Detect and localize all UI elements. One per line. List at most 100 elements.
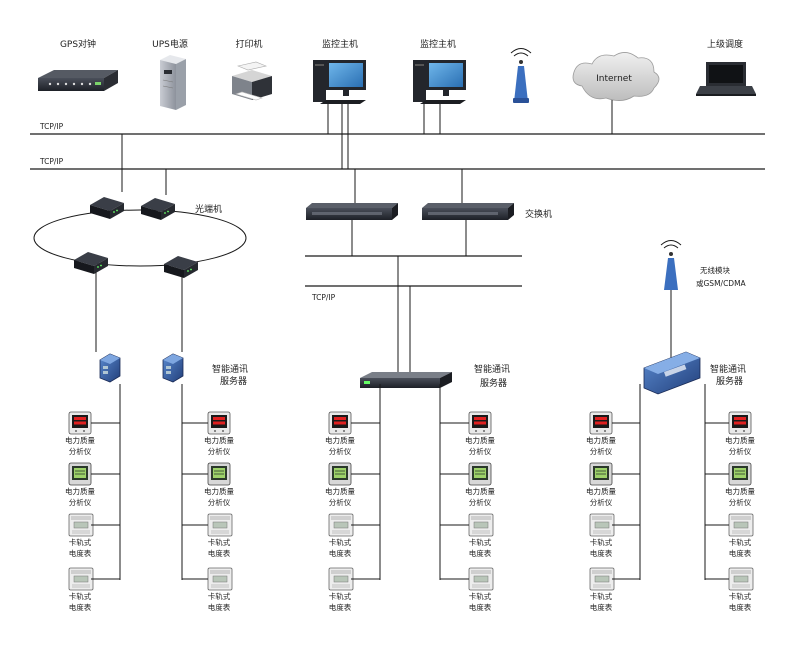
power-quality-analyzer-icon xyxy=(728,411,752,435)
rail-meter-label: 电度表 xyxy=(329,548,352,558)
dispatch-label: 上级调度 xyxy=(707,38,743,50)
power-quality-analyzer-label: 电力质量 xyxy=(204,435,234,445)
server-left-pair: 智能通讯 服务器 xyxy=(99,353,248,387)
power-quality-analyzer-icon xyxy=(68,411,92,435)
power-quality-analyzer-label: 分析仪 xyxy=(329,446,352,456)
printer-label: 打印机 xyxy=(235,38,262,50)
power-quality-analyzer-icon xyxy=(589,411,613,435)
comm-server-icon xyxy=(99,353,121,383)
power-quality-analyzer-label: 分析仪 xyxy=(590,497,613,507)
rail-meter-label: 卡轨式 xyxy=(729,591,752,601)
power-quality-analyzer-label: 分析仪 xyxy=(329,497,352,507)
optical-terminal-icon xyxy=(141,198,175,220)
laptop-icon xyxy=(696,62,756,96)
power-quality-analyzer-icon xyxy=(468,411,492,435)
power-quality-analyzer-label: 电力质量 xyxy=(325,435,355,445)
network-switch-icon xyxy=(306,203,398,220)
power-quality-analyzer-label: 电力质量 xyxy=(65,486,95,496)
rail-meter-label: 电度表 xyxy=(469,548,492,558)
printer-device: 打印机 xyxy=(232,38,272,101)
power-quality-analyzer-icon xyxy=(589,462,613,486)
wireless-antenna-icon xyxy=(510,48,532,103)
server-middle-label-2: 服务器 xyxy=(480,377,507,389)
rail-meter-label: 电度表 xyxy=(590,602,613,612)
rail-meter-icon xyxy=(728,513,754,537)
rail-meter-label: 卡轨式 xyxy=(69,591,92,601)
cloud-icon xyxy=(572,52,660,101)
power-quality-analyzer-icon xyxy=(728,462,752,486)
power-quality-analyzer-label: 电力质量 xyxy=(65,435,95,445)
power-quality-analyzer-label: 电力质量 xyxy=(465,435,495,445)
monitor-host-icon xyxy=(313,60,366,104)
rail-meter-icon xyxy=(207,513,233,537)
optical-terminal-icon xyxy=(90,197,124,219)
rail-meter-label: 卡轨式 xyxy=(590,537,613,547)
tcpip-mid-label: TCP/IP xyxy=(311,293,336,302)
power-quality-analyzer-icon xyxy=(207,462,231,486)
rail-meter-icon xyxy=(68,513,94,537)
rail-meter-label: 电度表 xyxy=(729,548,752,558)
switch-label: 交换机 xyxy=(525,208,552,220)
rail-meter-label: 电度表 xyxy=(69,602,92,612)
rail-meter-icon xyxy=(468,513,494,537)
rail-meter-icon xyxy=(207,567,233,591)
monitor-host-2: 监控主机 xyxy=(413,38,466,104)
rail-meter-label: 电度表 xyxy=(329,602,352,612)
wireless-label-2: 或GSM/CDMA xyxy=(696,278,747,288)
rail-meter-label: 电度表 xyxy=(208,548,231,558)
rail-meter-label: 卡轨式 xyxy=(69,537,92,547)
rail-meter-icon xyxy=(328,567,354,591)
rail-meter-label: 卡轨式 xyxy=(469,537,492,547)
internet-cloud: Internet xyxy=(572,52,660,101)
optical-terminal-icon xyxy=(74,252,108,274)
power-quality-analyzer-label: 电力质量 xyxy=(725,486,755,496)
rail-meter-icon xyxy=(589,567,615,591)
wireless-label-1: 无线模块 xyxy=(700,265,730,275)
power-quality-analyzer-label: 电力质量 xyxy=(204,486,234,496)
ups-device: UPS电源 xyxy=(152,38,188,110)
power-quality-analyzer-label: 分析仪 xyxy=(729,446,752,456)
gps-clock-icon xyxy=(38,70,118,91)
ups-label: UPS电源 xyxy=(152,38,188,50)
wireless-module: 无线模块 或GSM/CDMA xyxy=(660,240,747,360)
tcpip-bus-1: TCP/IP xyxy=(30,122,765,135)
optical-terminal-icon xyxy=(164,256,198,278)
power-quality-analyzer-label: 电力质量 xyxy=(586,486,616,496)
network-switch-icon xyxy=(422,203,514,220)
gps-clock-label: GPS对钟 xyxy=(60,38,96,50)
rail-meter-icon xyxy=(589,513,615,537)
power-quality-analyzer-icon xyxy=(328,411,352,435)
wireless-antenna-icon xyxy=(660,240,682,290)
top-drop-lines xyxy=(121,100,613,205)
meter-columns: 电力质量分析仪电力质量分析仪卡轨式电度表卡轨式电度表电力质量分析仪电力质量分析仪… xyxy=(65,384,755,612)
rail-meter-label: 卡轨式 xyxy=(329,591,352,601)
server-middle-label-1: 智能通讯 xyxy=(474,363,510,375)
rail-meter-icon xyxy=(328,513,354,537)
comm-server-icon xyxy=(162,353,184,383)
monitor-host-1-label: 监控主机 xyxy=(322,38,358,50)
power-quality-analyzer-icon xyxy=(68,462,92,486)
monitor-host-2-label: 监控主机 xyxy=(420,38,456,50)
power-quality-analyzer-label: 分析仪 xyxy=(69,497,92,507)
comm-server-icon xyxy=(360,372,452,388)
rail-meter-label: 卡轨式 xyxy=(208,537,231,547)
comm-server-icon xyxy=(643,351,701,395)
rail-meter-label: 卡轨式 xyxy=(208,591,231,601)
wireless-antenna-top xyxy=(510,48,532,103)
optical-ring: 光端机 xyxy=(33,197,247,352)
server-left-label-1: 智能通讯 xyxy=(212,363,248,375)
switch-group: 交换机 TCP/IP xyxy=(305,203,552,372)
power-quality-analyzer-label: 分析仪 xyxy=(208,446,231,456)
power-quality-analyzer-label: 分析仪 xyxy=(69,446,92,456)
power-quality-analyzer-label: 电力质量 xyxy=(325,486,355,496)
power-quality-analyzer-label: 分析仪 xyxy=(590,446,613,456)
power-quality-analyzer-icon xyxy=(468,462,492,486)
gps-clock-device: GPS对钟 xyxy=(38,38,118,91)
rail-meter-label: 卡轨式 xyxy=(329,537,352,547)
tcpip-bus-2: TCP/IP xyxy=(30,157,765,170)
rail-meter-label: 卡轨式 xyxy=(469,591,492,601)
rail-meter-icon xyxy=(68,567,94,591)
